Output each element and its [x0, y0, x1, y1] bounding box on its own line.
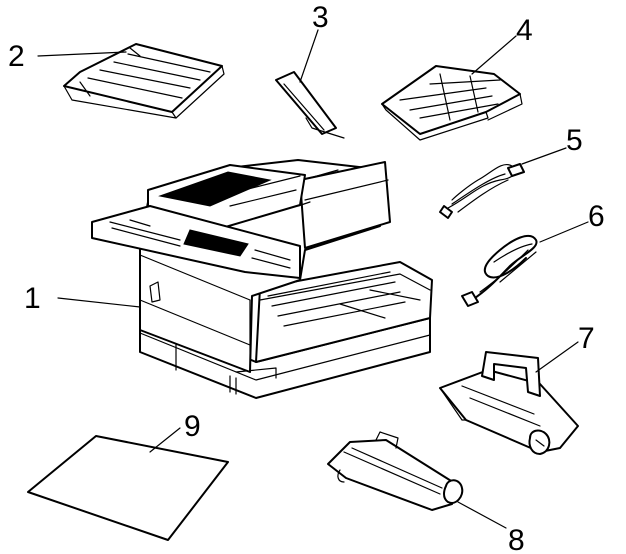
leader-line-9 — [149, 427, 181, 453]
leader-line-2 — [37, 51, 127, 57]
callout-2: 2 — [8, 40, 25, 73]
callout-7: 7 — [578, 322, 595, 355]
callout-4: 4 — [516, 14, 533, 47]
document-tray-illustration — [63, 43, 225, 119]
callout-9: 9 — [184, 410, 201, 443]
leader-line-1 — [57, 297, 141, 308]
leader-line-5 — [521, 147, 567, 165]
callout-1: 1 — [24, 282, 41, 315]
leader-line-7 — [535, 341, 579, 373]
leader-lines — [37, 29, 589, 529]
power-cord-illustration — [461, 234, 538, 307]
callout-8: 8 — [508, 524, 525, 554]
callout-3: 3 — [312, 1, 329, 34]
leader-line-3 — [299, 29, 319, 83]
fax-machine-illustration — [91, 159, 433, 399]
leader-line-4 — [471, 35, 517, 75]
leader-line-8 — [457, 501, 507, 529]
callout-6: 6 — [588, 200, 605, 233]
toner-cartridge-illustration — [439, 351, 579, 455]
callout-numbers: 1 2 3 4 5 6 7 8 9 — [8, 1, 605, 554]
telephone-line-cord-illustration — [439, 163, 525, 219]
drum-unit-illustration — [327, 431, 464, 511]
document-support-illustration — [275, 71, 345, 139]
callout-5: 5 — [566, 124, 583, 157]
operating-manual-illustration — [27, 435, 229, 541]
leader-line-6 — [539, 221, 589, 243]
copy-exit-tray-illustration — [381, 65, 523, 141]
